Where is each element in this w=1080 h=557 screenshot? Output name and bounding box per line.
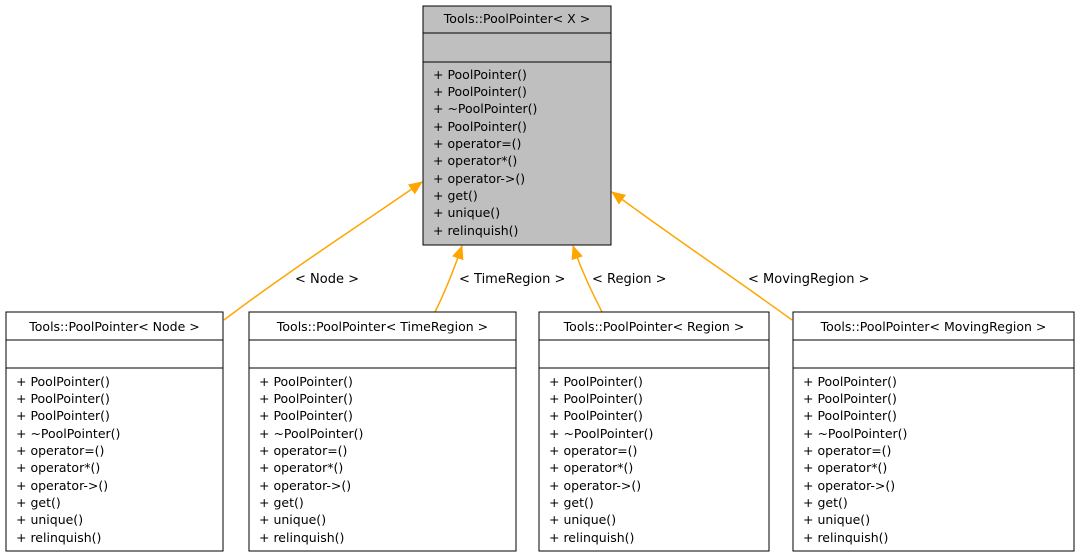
base-class-methods: + PoolPointer() + PoolPointer() + ~PoolP… <box>433 67 537 238</box>
base-class-name: Tools::PoolPointer< X > <box>443 11 590 26</box>
edge-label-timeregion: < TimeRegion > <box>459 272 565 287</box>
base-method: + ~PoolPointer() <box>433 101 537 116</box>
derived-method: + PoolPointer() <box>259 374 353 389</box>
derived-method: + operator*() <box>16 460 100 475</box>
base-method: + operator*() <box>433 153 517 168</box>
derived-method: + ~PoolPointer() <box>803 426 907 441</box>
base-method: + relinquish() <box>433 223 518 238</box>
derived-method: + relinquish() <box>16 530 101 545</box>
derived-method: + PoolPointer() <box>16 374 110 389</box>
derived-class-methods: + PoolPointer() + PoolPointer() + PoolPo… <box>259 374 363 545</box>
edge-label-node: < Node > <box>295 272 359 287</box>
derived-method: + operator->() <box>16 478 108 493</box>
derived-method: + unique() <box>259 512 326 527</box>
derived-method: + operator=() <box>259 443 347 458</box>
derived-method: + ~PoolPointer() <box>16 426 120 441</box>
derived-method: + unique() <box>549 512 616 527</box>
derived-method: + PoolPointer() <box>549 391 643 406</box>
edge-node-to-base <box>223 181 423 321</box>
base-method: + unique() <box>433 205 500 220</box>
derived-method: + relinquish() <box>803 530 888 545</box>
derived-method: + operator->() <box>259 478 351 493</box>
derived-method: + PoolPointer() <box>259 408 353 423</box>
derived-method: + PoolPointer() <box>803 374 897 389</box>
derived-method: + unique() <box>16 512 83 527</box>
derived-class-methods: + PoolPointer() + PoolPointer() + PoolPo… <box>803 374 907 545</box>
base-method: + operator=() <box>433 136 521 151</box>
derived-method: + PoolPointer() <box>549 374 643 389</box>
base-method: + PoolPointer() <box>433 84 527 99</box>
base-method: + PoolPointer() <box>433 119 527 134</box>
derived-class-methods: + PoolPointer() + PoolPointer() + PoolPo… <box>16 374 120 545</box>
derived-class-name: Tools::PoolPointer< TimeRegion > <box>276 319 488 334</box>
derived-method: + operator*() <box>803 460 887 475</box>
derived-method: + PoolPointer() <box>803 408 897 423</box>
derived-method: + PoolPointer() <box>16 408 110 423</box>
derived-method: + operator*() <box>259 460 343 475</box>
derived-class-methods: + PoolPointer() + PoolPointer() + PoolPo… <box>549 374 653 545</box>
derived-method: + operator->() <box>549 478 641 493</box>
derived-class-name: Tools::PoolPointer< Node > <box>28 319 199 334</box>
edge-label-movingregion: < MovingRegion > <box>748 272 870 287</box>
edge-label-region: < Region > <box>592 272 667 287</box>
derived-method: + PoolPointer() <box>259 391 353 406</box>
derived-method: + unique() <box>803 512 870 527</box>
derived-method: + PoolPointer() <box>549 408 643 423</box>
derived-method: + relinquish() <box>549 530 634 545</box>
derived-method: + get() <box>259 495 304 510</box>
derived-method: + PoolPointer() <box>803 391 897 406</box>
derived-method: + operator->() <box>803 478 895 493</box>
derived-class-name: Tools::PoolPointer< Region > <box>563 319 745 334</box>
derived-method: + get() <box>16 495 61 510</box>
base-class-box[interactable]: Tools::PoolPointer< X > + PoolPointer() … <box>422 5 612 246</box>
edge-movingregion-to-base <box>611 191 793 321</box>
edge-region-to-base <box>571 245 603 313</box>
derived-method: + relinquish() <box>259 530 344 545</box>
derived-method: + operator*() <box>549 460 633 475</box>
derived-method: + get() <box>803 495 848 510</box>
derived-class-region-box[interactable]: Tools::PoolPointer< Region > + PoolPoint… <box>538 311 770 552</box>
edge-labels: < Node > < TimeRegion > < Region > < Mov… <box>295 272 870 287</box>
derived-method: + get() <box>549 495 594 510</box>
derived-method: + operator=() <box>549 443 637 458</box>
derived-method: + ~PoolPointer() <box>259 426 363 441</box>
base-method: + operator->() <box>433 171 525 186</box>
derived-method: + operator=() <box>16 443 104 458</box>
derived-method: + ~PoolPointer() <box>549 426 653 441</box>
derived-class-name: Tools::PoolPointer< MovingRegion > <box>820 319 1047 334</box>
derived-class-node-box[interactable]: Tools::PoolPointer< Node > + PoolPointer… <box>5 311 224 552</box>
base-method: + PoolPointer() <box>433 67 527 82</box>
derived-method: + PoolPointer() <box>16 391 110 406</box>
derived-class-movingregion-box[interactable]: Tools::PoolPointer< MovingRegion > + Poo… <box>792 311 1075 552</box>
derived-class-timeregion-box[interactable]: Tools::PoolPointer< TimeRegion > + PoolP… <box>248 311 517 552</box>
edge-timeregion-to-base <box>434 245 464 313</box>
inheritance-edges <box>223 181 793 321</box>
base-method: + get() <box>433 188 478 203</box>
derived-method: + operator=() <box>803 443 891 458</box>
